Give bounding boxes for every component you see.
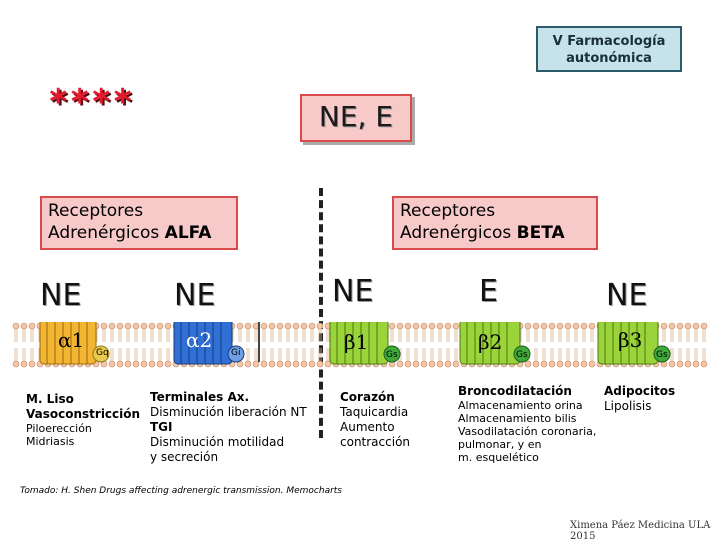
beta2-label: β2 xyxy=(478,330,502,354)
effect-beta2-line5: m. esquelético xyxy=(458,451,596,464)
effect-beta1-line4: contracción xyxy=(340,435,410,450)
effect-beta1-line1: Corazón xyxy=(340,390,410,405)
ligand-ne-alfa1: NE xyxy=(40,278,81,313)
beta2-gprotein: Gs xyxy=(516,350,528,360)
alfa-receptors-box: Receptores Adrenérgicos ALFA xyxy=(40,196,238,250)
effect-alfa1-small1: Piloerección xyxy=(26,422,140,435)
effect-beta2-title: Broncodilatación xyxy=(458,384,596,399)
beta-receptors-line2: Adrenérgicos BETA xyxy=(400,222,590,244)
beta-receptors-prefix: Adrenérgicos xyxy=(400,223,517,243)
effects-beta2: Broncodilatación Almacenamiento orina Al… xyxy=(458,384,596,464)
effect-beta3-line1: Lipolisis xyxy=(604,399,675,414)
agonists-label: NE, E xyxy=(300,94,412,142)
stars-mark: **** xyxy=(48,82,134,122)
beta3-label: β3 xyxy=(618,328,642,352)
effect-beta2-line4: pulmonar, y en xyxy=(458,438,596,451)
effect-alfa2-line1: Terminales Ax. xyxy=(150,390,307,405)
effects-alfa2: Terminales Ax. Disminución liberación NT… xyxy=(150,390,307,465)
alfa2-label: α2 xyxy=(186,328,212,352)
alfa-receptors-prefix: Adrenérgicos xyxy=(48,223,165,243)
alfa-receptors-bold: ALFA xyxy=(165,223,212,243)
topic-badge-line2: autonómica xyxy=(538,50,680,67)
ligand-ne-alfa2: NE xyxy=(174,278,215,313)
effect-beta2-line2: Almacenamiento bilis xyxy=(458,412,596,425)
effect-beta3-title: Adipocitos xyxy=(604,384,675,399)
beta-receptors-box: Receptores Adrenérgicos BETA xyxy=(392,196,598,250)
effect-beta1-line3: Aumento xyxy=(340,420,410,435)
effects-beta1: Corazón Taquicardia Aumento contracción xyxy=(340,390,410,450)
effects-beta3: Adipocitos Lipolisis xyxy=(604,384,675,414)
effect-beta2-line1: Almacenamiento orina xyxy=(458,399,596,412)
effect-alfa2-line2: Disminución liberación NT xyxy=(150,405,307,420)
effect-beta1-line2: Taquicardia xyxy=(340,405,410,420)
alfa-receptors-line2: Adrenérgicos ALFA xyxy=(48,222,230,244)
effect-alfa2-line3: TGI xyxy=(150,420,307,435)
effect-alfa1-line2: Vasoconstricción xyxy=(26,407,140,422)
effect-alfa1-small2: Midriasis xyxy=(26,435,140,448)
beta-receptors-line1: Receptores xyxy=(400,200,590,222)
effect-beta2-line3: Vasodilatación coronaria, xyxy=(458,425,596,438)
effect-alfa2-line4: Disminución motilidad xyxy=(150,435,307,450)
ligand-ne-beta1: NE xyxy=(332,274,373,309)
effect-alfa2-line5: y secreción xyxy=(150,450,307,465)
alfa-beta-divider xyxy=(319,188,323,438)
source-note: Tomado: H. Shen Drugs affecting adrenerg… xyxy=(20,486,342,496)
beta3-gprotein: Gs xyxy=(656,350,668,360)
effects-alfa1: M. Liso Vasoconstricción Piloerección Mi… xyxy=(26,392,140,448)
alfa1-gprotein: Gq xyxy=(96,348,109,358)
alfa-receptors-line1: Receptores xyxy=(48,200,230,222)
beta-receptors-bold: BETA xyxy=(517,223,565,243)
beta1-label: β1 xyxy=(344,330,368,354)
ligand-ne-beta3: NE xyxy=(606,278,647,313)
topic-badge: V Farmacología autonómica xyxy=(536,26,682,72)
alfa1-label: α1 xyxy=(58,328,84,352)
effect-alfa1-line1: M. Liso xyxy=(26,392,140,407)
beta1-gprotein: Gs xyxy=(386,350,398,360)
author-credit: Ximena Páez Medicina ULA 2015 xyxy=(570,520,720,542)
topic-badge-line1: V Farmacología xyxy=(538,33,680,50)
ligand-e-beta2: E xyxy=(479,274,498,309)
alfa2-gprotein: Gi xyxy=(231,348,240,358)
